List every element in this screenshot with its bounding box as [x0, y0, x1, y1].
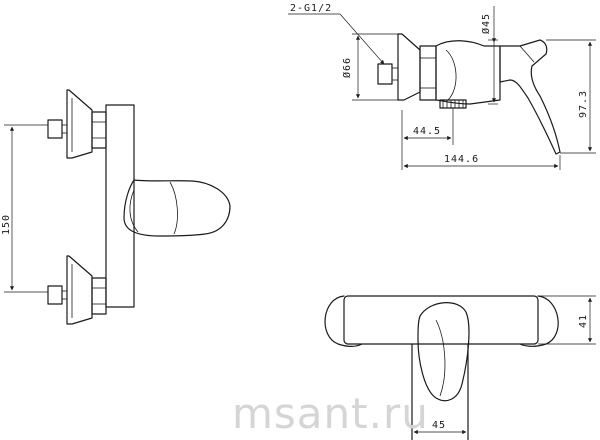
watermark: msant.ru	[232, 389, 429, 438]
lower-nut	[91, 277, 107, 315]
side-inlet-fitting	[377, 63, 393, 85]
side-lever	[499, 39, 561, 155]
upper-inlet-fitting	[47, 119, 63, 139]
side-nut	[419, 45, 437, 101]
front-spout	[411, 343, 469, 440]
lower-inlet-fitting	[47, 285, 63, 305]
depth-inlet-label: 44.5	[413, 126, 441, 137]
lever-handle	[123, 179, 231, 237]
height-side-label: 97.3	[578, 90, 589, 118]
spout-width-label: 45	[432, 420, 446, 431]
front-view: 41 45	[324, 295, 596, 440]
left-view: 150	[1, 89, 231, 325]
upper-nut	[91, 111, 107, 149]
side-body	[435, 40, 501, 105]
body-height-label: 41	[578, 314, 589, 328]
flange-diameter-label: Ø66	[341, 57, 353, 78]
mixer-body	[105, 104, 135, 308]
side-flange	[397, 33, 421, 101]
side-view: 2-G1/2 Ø66 Ø45 97.3 44.5 144.6	[288, 3, 596, 170]
handle-diameter-label: Ø45	[480, 13, 492, 34]
upper-flange	[66, 89, 93, 159]
front-right-cover	[519, 295, 559, 347]
depth-total-label: 144.6	[444, 154, 479, 165]
thread-label: 2-G1/2	[290, 3, 332, 14]
front-lever	[417, 302, 470, 402]
center-distance-label: 150	[1, 214, 12, 235]
front-body	[343, 295, 539, 345]
lower-flange	[66, 255, 93, 325]
front-left-cover	[324, 295, 363, 347]
